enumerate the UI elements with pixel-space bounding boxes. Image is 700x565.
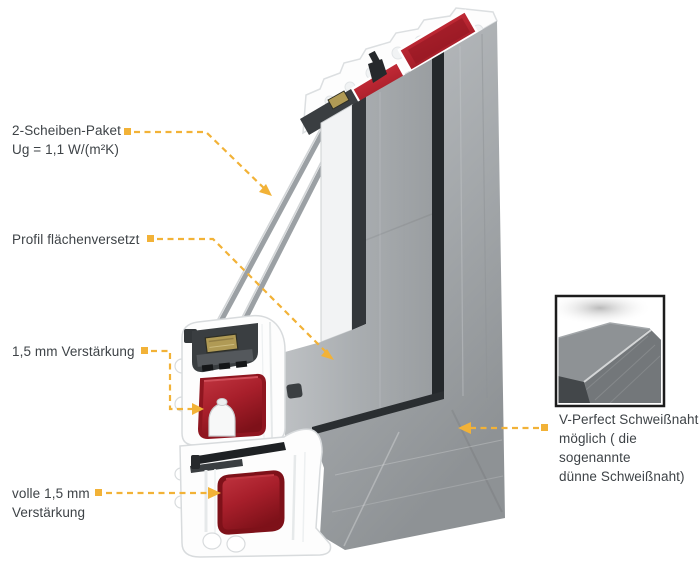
reinforcement-highlight (203, 376, 259, 382)
annotation-line: möglich ( die (559, 431, 637, 446)
glass-edge-face (320, 104, 353, 343)
sash-aluminium-face (285, 59, 432, 438)
profile-foot (226, 535, 246, 553)
screw-boss (208, 402, 236, 437)
leader-markers (95, 128, 548, 499)
annotation-line: V-Perfect Schweißnaht (559, 412, 699, 427)
marker-square (147, 235, 154, 242)
chamber-wall (302, 451, 306, 543)
sash-cross-section (174, 314, 286, 446)
screw-boss-cap (216, 398, 228, 406)
annotation-frame-reinforcement: volle 1,5 mm Verstärkung (12, 484, 90, 522)
v-perfect-detail-box (554, 294, 666, 408)
annotation-line: sogenannte (559, 450, 631, 465)
reinforcement-highlight (225, 474, 275, 480)
arrowhead (208, 487, 221, 499)
frame-cross-section (174, 428, 332, 558)
glazing-spacer-bar (204, 333, 239, 354)
weld-seam-line (583, 329, 652, 383)
alu-streak (481, 33, 488, 399)
leader-sash-reinforcement (151, 349, 195, 411)
frame-steel-reinforcement (217, 470, 285, 535)
chamber-wall (269, 321, 273, 439)
sash-frame-groove-vertical (432, 52, 444, 398)
alu-seam (365, 213, 433, 241)
annotation-line: Profil flächenversetzt (12, 232, 140, 247)
arrowhead (192, 403, 204, 415)
gasket-end (191, 455, 200, 469)
annotation-line: volle 1,5 mm (12, 486, 90, 501)
arrowhead (321, 349, 334, 360)
top-cut-cross-section (300, 7, 498, 135)
frame-gasket-inner (190, 459, 243, 473)
annotation-line: 2-Scheiben-Paket (12, 123, 121, 138)
annotation-sash-reinforcement: 1,5 mm Verstärkung (12, 342, 135, 361)
sash-frame-groove-horizontal (312, 391, 444, 435)
leader-profile-offset (157, 237, 330, 356)
hardware-clamp-stem (368, 50, 381, 65)
annotation-line: dünne Schweißnaht) (559, 469, 685, 484)
annotation-profile-offset: Profil flächenversetzt (12, 230, 140, 249)
glazing-gasket-strip (352, 97, 366, 330)
clamp-slots (201, 360, 248, 372)
frame-steel-cavity (408, 18, 470, 64)
marker-square (124, 128, 131, 135)
marker-square (141, 347, 148, 354)
weld-detail-photo (558, 298, 662, 404)
alu-streak (334, 439, 503, 476)
hardware-clamp-top (368, 59, 387, 83)
arrowhead (458, 422, 471, 434)
chamber-wall (291, 454, 297, 541)
alu-streak (459, 45, 464, 397)
annotation-line: 1,5 mm Verstärkung (12, 344, 135, 359)
marker-square (95, 489, 102, 496)
arrowhead (259, 184, 272, 196)
marker-square (541, 424, 548, 431)
v-perfect-weld-seam (343, 431, 400, 547)
profile-foot (202, 532, 222, 550)
frame-aluminium-face (312, 21, 505, 550)
frame-gasket-outer (197, 442, 286, 464)
annotation-line: Verstärkung (12, 505, 86, 520)
leader-lines (106, 130, 539, 495)
leader-glazing-package (134, 130, 269, 193)
annotation-glazing-package: 2-Scheiben-Paket Ug = 1,1 W/(m²K) (12, 121, 121, 159)
annotation-line: Ug = 1,1 W/(m²K) (12, 142, 119, 157)
alu-streak (331, 475, 504, 513)
exterior-aluminium-faces (285, 21, 505, 550)
hardware-bracket (286, 383, 303, 399)
glass-pane-outer (204, 124, 329, 349)
glass-pane-outer-highlight (203, 123, 324, 346)
annotation-v-perfect-weld: V-Perfect Schweißnaht möglich ( die soge… (559, 410, 698, 486)
glazing-spacer-bar-top (327, 90, 350, 110)
